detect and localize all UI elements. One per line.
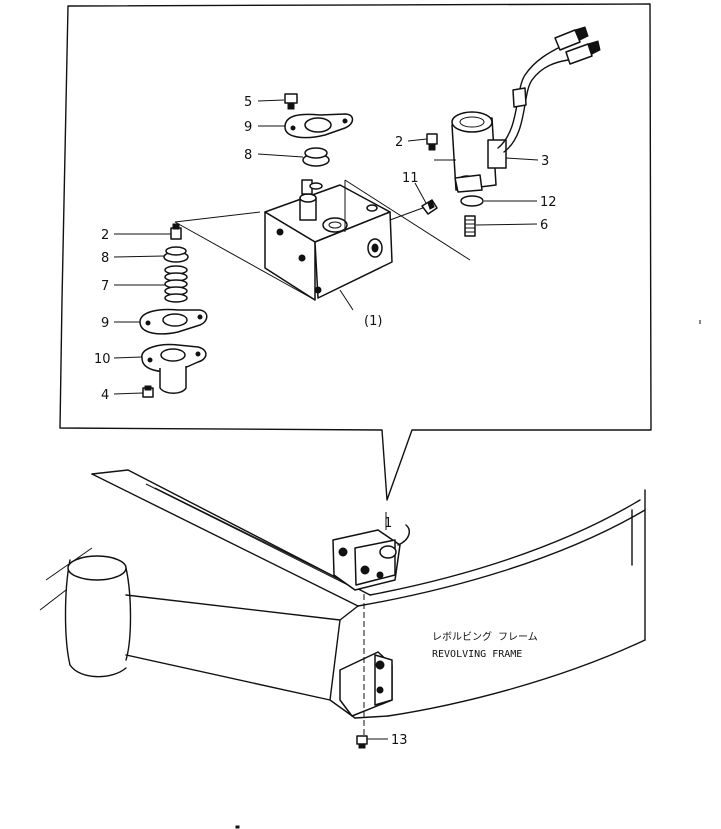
- flange-cover-icon: [141, 343, 207, 394]
- frame-caption-japanese: レボルビング フレーム: [432, 630, 538, 643]
- spring-icon: [164, 265, 188, 303]
- callout-7: 7: [101, 279, 109, 294]
- callout-13: 13: [391, 733, 408, 748]
- callout-1: 1: [384, 516, 392, 531]
- revolving-frame-icon: [39, 320, 701, 829]
- screw-icon: [170, 223, 182, 240]
- gasket-icon: [284, 113, 354, 139]
- detail-box-outline: [59, 3, 652, 501]
- callout-4: 4: [101, 388, 109, 403]
- callout-8-left: 8: [101, 251, 109, 266]
- callout-5: 5: [244, 95, 252, 110]
- frame-caption-english: REVOLVING FRAME: [432, 649, 522, 660]
- callout-12: 12: [540, 195, 557, 210]
- callout-3: 3: [541, 154, 549, 169]
- cap-icon: [163, 246, 189, 263]
- callout-6: 6: [540, 218, 548, 233]
- callout-2-right: 2: [395, 135, 403, 150]
- spring-icon: [464, 215, 476, 237]
- callout-11: 11: [402, 171, 419, 186]
- screw-icon: [284, 93, 298, 110]
- callout-1-paren: (1): [364, 314, 382, 329]
- callout-9-top: 9: [244, 120, 252, 135]
- cap-icon: [302, 147, 330, 167]
- valve-block-icon: [174, 179, 471, 301]
- screw-icon: [142, 385, 154, 398]
- screw-icon: [426, 133, 438, 151]
- callout-8-top: 8: [244, 148, 252, 163]
- callout-10: 10: [94, 352, 111, 367]
- callout-9-left: 9: [101, 316, 109, 331]
- callout-2-left: 2: [101, 228, 109, 243]
- leader-lines: [113, 99, 539, 740]
- o-ring-icon: [460, 195, 484, 207]
- gasket-icon: [139, 308, 208, 335]
- solenoid-valve-icon: [434, 26, 601, 193]
- plug-icon: [421, 199, 438, 215]
